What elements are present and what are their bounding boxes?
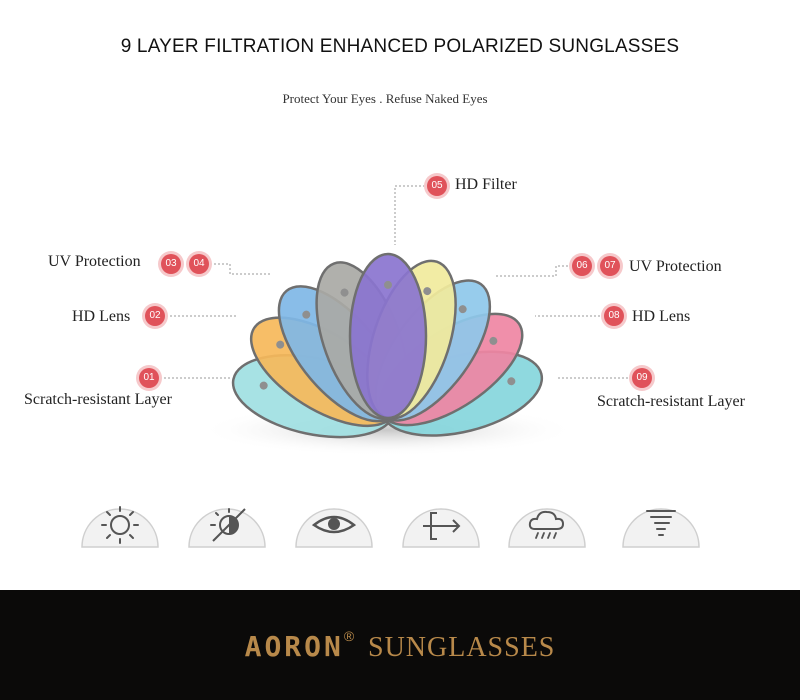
- label-layer-02: HD Lens: [72, 308, 131, 325]
- badge-layer-02: 02: [145, 306, 165, 326]
- sun-icon: [80, 495, 160, 549]
- tornado-icon: [621, 495, 701, 549]
- lens-marker-dot: [507, 377, 516, 386]
- lens-marker-dot: [384, 280, 392, 289]
- label-layer-03: UV Protection: [48, 253, 141, 270]
- label-layer-09: Scratch-resistant Layer: [597, 393, 745, 410]
- label-layer-08: HD Lens: [632, 308, 691, 325]
- label-layer-01: Scratch-resistant Layer: [24, 391, 172, 408]
- lens-marker-dot: [423, 287, 432, 296]
- lens-marker-dot: [458, 305, 467, 314]
- lens-marker-dot: [340, 288, 349, 297]
- badge-layer-08: 08: [604, 306, 624, 326]
- badge-layer-03: 03: [161, 254, 181, 274]
- brand-registered-mark: ®: [343, 628, 356, 644]
- leader-line: [394, 185, 437, 245]
- badge-layer-06: 06: [572, 256, 592, 276]
- leader-line: [210, 263, 272, 275]
- lens-marker-dot: [259, 381, 268, 390]
- lens-marker-dot: [302, 310, 311, 319]
- eye-icon: [294, 495, 374, 549]
- badge-layer-04: 04: [189, 254, 209, 274]
- leader-line: [496, 265, 572, 277]
- leader-lines: [160, 185, 632, 379]
- page-subtitle: Protect Your Eyes . Refuse Naked Eyes: [282, 91, 488, 106]
- badge-layer-05: 05: [427, 176, 447, 196]
- lens-layer-05: [348, 252, 428, 420]
- label-layer-05: HD Filter: [455, 176, 517, 193]
- brand-logo: AORON® SUNGLASSES: [0, 628, 800, 664]
- badge-layer-09: 09: [632, 368, 652, 388]
- lens-marker-dot: [489, 336, 498, 345]
- brand-name: AORON: [244, 630, 344, 663]
- label-layer-07: UV Protection: [629, 258, 722, 275]
- badge-layer-07: 07: [600, 256, 620, 276]
- lens-stack: [231, 252, 544, 439]
- lens-fan-illustration: [160, 185, 632, 456]
- lens-marker-dot: [276, 340, 285, 349]
- enter-arrow-icon: [401, 495, 481, 549]
- footer-bar: [0, 590, 800, 700]
- badge-layer-01: 01: [139, 368, 159, 388]
- brand-suffix: SUNGLASSES: [368, 632, 556, 663]
- page-title: 9 LAYER FILTRATION ENHANCED POLARIZED SU…: [120, 36, 680, 57]
- glare-block-icon: [187, 495, 267, 549]
- rain-cloud-icon: [507, 495, 587, 549]
